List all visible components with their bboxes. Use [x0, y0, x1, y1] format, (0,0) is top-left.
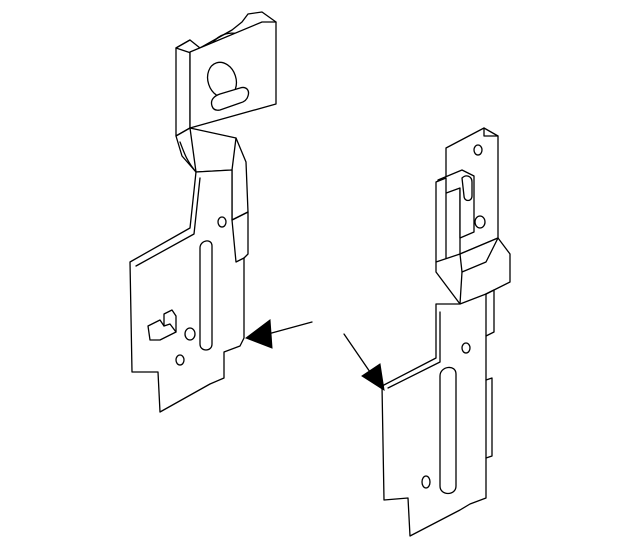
left-bracket-hole-upper: [217, 216, 227, 228]
right-bracket-top-tab-rim: [483, 127, 499, 137]
right-bracket-long-slot: [439, 366, 457, 495]
left-bracket-clip-detail: [163, 323, 177, 333]
right-callout-arrow: [343, 333, 385, 392]
right-bracket-hole-lower: [421, 475, 431, 489]
left-bracket-plate-depth: [231, 211, 249, 259]
left-bracket: [129, 11, 277, 413]
left-bracket-neck-edge: [189, 127, 197, 173]
left-bracket-clip: [147, 309, 177, 341]
right-callout-arrowhead: [361, 363, 385, 392]
left-bracket-hole-lower-1: [184, 327, 196, 341]
left-bracket-neck-edge-2: [231, 137, 237, 171]
left-callout-arrow: [244, 319, 313, 349]
left-bracket-plate-inner-outline: [135, 177, 201, 267]
right-callout-leader: [343, 333, 371, 373]
left-bracket-hole-lower-2: [175, 354, 185, 366]
right-bracket: [381, 127, 511, 537]
left-callout-arrowhead: [244, 319, 273, 349]
left-bracket-plate: [129, 169, 245, 413]
right-bracket-hole-mid: [474, 215, 486, 229]
right-bracket-plate: [381, 293, 487, 537]
left-bracket-neck-inner: [179, 141, 197, 173]
right-bracket-neck: [435, 237, 511, 305]
left-bracket-tab-slot: [210, 86, 250, 111]
right-bracket-plate-depth: [485, 289, 495, 337]
right-bracket-neck-edge-2: [459, 271, 463, 305]
left-bracket-top-tab-side: [175, 39, 191, 137]
left-bracket-long-slot: [199, 240, 213, 351]
right-bracket-hole-upper: [461, 342, 471, 354]
right-bracket-flange: [435, 177, 447, 269]
right-bracket-plate-depth-2: [485, 377, 493, 459]
right-bracket-slot-opening: [461, 175, 473, 202]
right-bracket-neck-edge: [459, 237, 499, 273]
left-callout-leader: [267, 321, 313, 335]
right-bracket-plate-inner-outline: [387, 311, 441, 389]
right-bracket-tab-hole: [473, 144, 483, 156]
